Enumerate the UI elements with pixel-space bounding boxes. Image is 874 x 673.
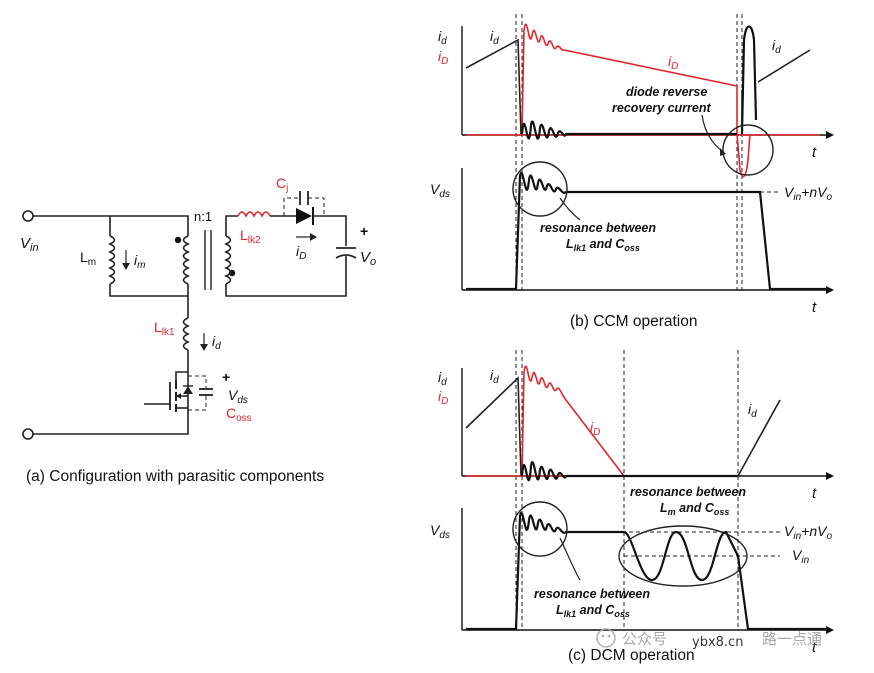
dot-primary	[174, 236, 182, 244]
ccm-y-vds: Vds	[430, 181, 450, 200]
cj-lead-right	[308, 197, 325, 216]
primary-winding	[182, 235, 190, 285]
top-rail	[33, 215, 189, 236]
ccm-res-line1: resonance between	[540, 221, 656, 235]
ccm-id-right	[741, 49, 811, 134]
dcm-lm-resonance-ellipse	[618, 525, 748, 587]
iD-label: iD	[296, 243, 306, 262]
wechat-icon	[596, 628, 616, 648]
diode-body	[296, 208, 312, 224]
dcm-res-bot-line1: resonance between	[534, 587, 650, 601]
ccm-y-iD: iD	[438, 48, 448, 67]
dcm-waveforms: id iD id iD id t resonance between Lm an…	[430, 350, 834, 664]
ccm-reverse-recovery	[736, 133, 751, 178]
ccm-id-ramp	[465, 38, 522, 135]
ccm-label-iD: iD	[668, 53, 678, 72]
dcm-res-bot-line2: Llk1 and Coss	[556, 603, 630, 619]
dcm-y-id: id	[438, 369, 447, 388]
watermark-text-c: 路一点通	[762, 630, 822, 648]
vo-plus: +	[360, 223, 368, 239]
dcm-vds-waveform	[466, 511, 826, 631]
dcm-level-vin: Vin	[792, 547, 810, 566]
vin-terminal-bottom	[22, 428, 34, 440]
ccm-t-bottom: t	[812, 299, 817, 316]
cj-label: Cj	[276, 175, 288, 194]
caption-c: (c) DCM operation	[568, 647, 695, 664]
im-arrow-head	[122, 263, 130, 270]
watermark-text-a: 公众号	[622, 630, 667, 648]
ccm-resonance-pointer	[559, 197, 581, 221]
ccm-vds-waveform	[466, 171, 826, 291]
ccm-id-spike	[740, 25, 758, 135]
ccm-vds-ring-circle	[512, 161, 568, 217]
llk1-label: Llk1	[154, 319, 175, 338]
ccm-y-id: id	[438, 28, 447, 47]
vds-label: Vds	[228, 387, 248, 406]
im-label: im	[134, 252, 145, 271]
coss-lead-top	[188, 375, 207, 388]
dcm-resonance-pointer	[559, 537, 581, 581]
dcm-t-top: t	[812, 485, 817, 502]
dcm-id-right	[737, 399, 781, 477]
ccm-res-line2: Llk1 and Coss	[566, 237, 640, 253]
circuit-diagram: Vin Lm im n:1 Llk2 Cj iD + Vo Llk1 id + …	[20, 175, 376, 485]
secondary-winding	[224, 235, 232, 285]
body-diode	[183, 386, 193, 394]
dcm-y-iD: iD	[438, 388, 448, 407]
coss-lead-bottom	[188, 396, 207, 411]
dcm-label-iD: iD	[590, 419, 600, 438]
dcm-iD-waveform	[521, 365, 625, 477]
dcm-label-id-left: id	[490, 367, 499, 386]
lm-label: Lm	[80, 249, 96, 268]
id-arrow-head	[200, 344, 208, 351]
dcm-vds-ring-circle	[512, 501, 568, 557]
ccm-label-id-right: id	[772, 37, 781, 56]
llk1-inductor	[182, 317, 190, 351]
ccm-recovery-circle	[722, 124, 774, 176]
llk2-inductor	[237, 211, 271, 218]
vo-label: Vo	[360, 249, 376, 268]
dcm-id-ramp	[465, 376, 522, 476]
iD-arrow-head	[310, 233, 317, 241]
ccm-note-line1: diode reverse	[626, 85, 707, 99]
bottom-rail	[33, 408, 189, 435]
id-label: id	[212, 333, 221, 352]
dcm-res-top-line2: Lm and Coss	[660, 501, 729, 517]
ccm-iD-waveform	[521, 23, 738, 135]
ccm-level-vin-nvo: Vin+nVo	[784, 184, 832, 203]
ccm-ringing-zero	[520, 120, 737, 140]
ccm-t-top: t	[812, 144, 817, 161]
dcm-level-vin-nvo: Vin+nVo	[784, 523, 832, 542]
cj-lead-left	[283, 197, 300, 216]
dcm-ringing-zero	[520, 461, 738, 482]
lm-inductor	[108, 235, 116, 285]
turns-ratio-label: n:1	[194, 209, 212, 224]
watermark-text-b: ybx8.cn	[692, 635, 743, 650]
vds-plus: +	[222, 369, 230, 385]
dcm-t-bottom: t	[812, 639, 817, 656]
vin-terminal-top	[22, 210, 34, 222]
coss-label: Coss	[226, 405, 252, 424]
vin-label: Vin	[20, 235, 39, 254]
caption-b: (b) CCM operation	[570, 313, 698, 330]
dcm-y-vds: Vds	[430, 522, 450, 541]
watermark: 公众号 ybx8.cn 路一点通	[596, 628, 822, 650]
mosfet-arrow	[176, 393, 181, 399]
ccm-note-line2: recovery current	[612, 101, 712, 115]
dcm-res-top-line1: resonance between	[630, 485, 746, 499]
llk2-label: Llk2	[240, 227, 261, 246]
ccm-label-id-left: id	[490, 28, 499, 47]
caption-a: (a) Configuration with parasitic compone…	[26, 468, 324, 485]
vo-cap-curved	[335, 254, 357, 259]
ccm-waveforms: id iD id iD id diode reverse recovery cu…	[430, 14, 834, 330]
dcm-label-id-right: id	[748, 401, 757, 420]
